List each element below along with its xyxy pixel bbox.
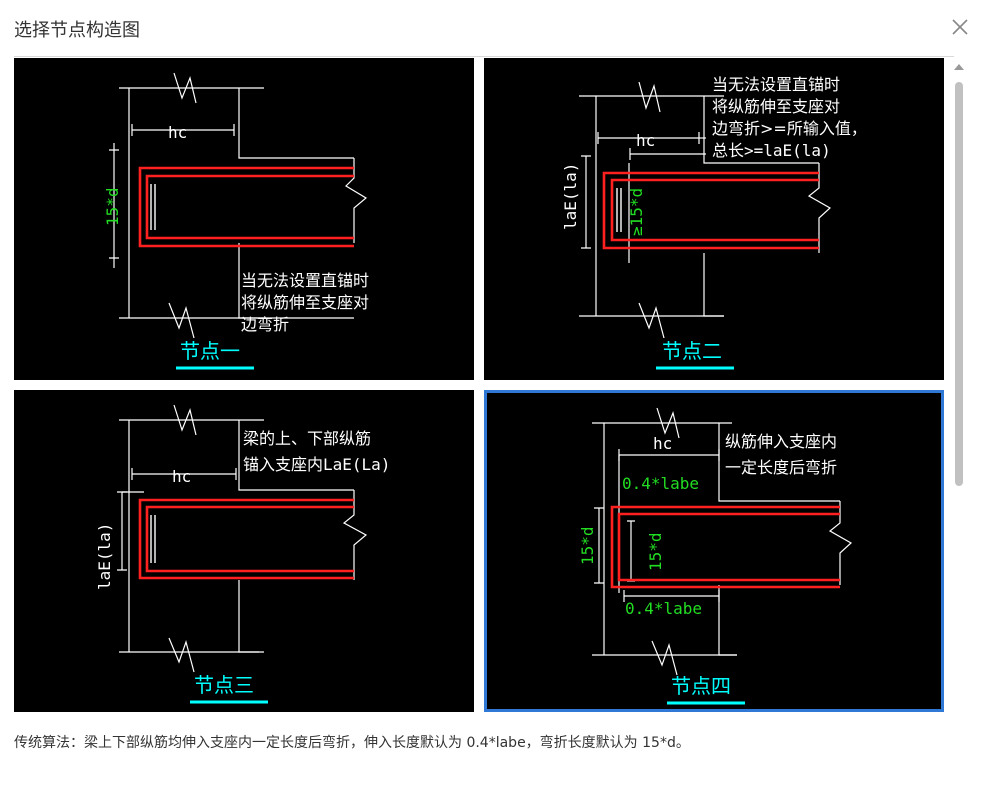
node-option-3[interactable]: hc laE(la) 梁的上、下部纵筋 锚入支座内LaE(La) 节点三 bbox=[14, 390, 474, 712]
node-2-name: 节点二 bbox=[662, 339, 722, 363]
node-3-diagram: hc laE(la) 梁的上、下部纵筋 锚入支座内LaE(La) 节点三 bbox=[95, 404, 390, 704]
vertical-scrollbar[interactable] bbox=[948, 60, 970, 714]
node-2-dim-label: ≥15*d bbox=[627, 188, 646, 236]
node-1-dim-label: 15*d bbox=[103, 187, 122, 226]
node-4-note-1: 纵筋伸入支座内 bbox=[725, 432, 837, 451]
node-3-note-1: 梁的上、下部纵筋 bbox=[243, 429, 371, 448]
algorithm-description: 传统算法：梁上下部纵筋均伸入支座内一定长度后弯折，伸入长度默认为 0.4*lab… bbox=[14, 735, 690, 751]
node-2-hc-label: hc bbox=[636, 131, 655, 150]
node-4-top-length-label: 0.4*labe bbox=[622, 474, 699, 493]
node-1-hc-label: hc bbox=[168, 123, 187, 142]
node-option-4[interactable]: hc 0.4*labe 0.4*labe 15*d 15*d 纵筋伸入支座内 一… bbox=[484, 390, 944, 712]
node-4-name: 节点四 bbox=[671, 674, 731, 698]
node-2-note-1: 当无法设置直锚时 bbox=[712, 75, 840, 94]
dialog-titlebar: 选择节点构造图 bbox=[0, 0, 988, 54]
node-4-diagram: hc 0.4*labe 0.4*labe 15*d 15*d 纵筋伸入支座内 一… bbox=[578, 407, 853, 705]
scrollbar-thumb[interactable] bbox=[955, 82, 963, 486]
node-4-outer-dim-label: 15*d bbox=[578, 526, 597, 565]
node-1-note-1: 当无法设置直锚时 bbox=[241, 271, 369, 290]
node-1-note-2: 将纵筋伸至支座对 bbox=[241, 293, 369, 312]
node-3-vdim-label: laE(la) bbox=[95, 523, 114, 590]
node-diagram-grid: hc 15*d 当无法设置直锚时 将纵筋伸至支座对 边弯折 节点一 bbox=[14, 58, 944, 714]
node-2-diagram: hc laE(la) ≥15*d 当无法设置直锚时 将纵筋伸至支座对 边弯折>=… bbox=[561, 75, 867, 370]
close-icon[interactable] bbox=[948, 15, 972, 39]
node-3-note-2: 锚入支座内LaE(La) bbox=[243, 455, 390, 474]
node-2-note-4: 总长>=laE(la) bbox=[712, 141, 831, 160]
node-1-note-3: 边弯折 bbox=[241, 315, 289, 334]
node-2-note-2: 将纵筋伸至支座对 bbox=[712, 97, 840, 116]
node-3-name: 节点三 bbox=[194, 673, 254, 697]
node-4-note-2: 一定长度后弯折 bbox=[725, 458, 837, 477]
dialog-title: 选择节点构造图 bbox=[14, 20, 140, 41]
node-2-vdim-label: laE(la) bbox=[561, 163, 580, 230]
title-divider bbox=[14, 56, 954, 57]
node-option-2[interactable]: hc laE(la) ≥15*d 当无法设置直锚时 将纵筋伸至支座对 边弯折>=… bbox=[484, 58, 944, 380]
node-4-bottom-length-label: 0.4*labe bbox=[625, 599, 702, 618]
node-4-hc-label: hc bbox=[653, 434, 672, 453]
node-4-inner-dim-label: 15*d bbox=[646, 532, 665, 571]
node-1-name: 节点一 bbox=[180, 339, 240, 363]
node-1-diagram: hc 15*d 当无法设置直锚时 将纵筋伸至支座对 边弯折 节点一 bbox=[103, 72, 369, 370]
node-2-note-3: 边弯折>=所输入值， bbox=[712, 119, 867, 138]
node-option-1[interactable]: hc 15*d 当无法设置直锚时 将纵筋伸至支座对 边弯折 节点一 bbox=[14, 58, 474, 380]
node-3-hc-label: hc bbox=[172, 467, 191, 486]
scroll-up-arrow-icon[interactable] bbox=[954, 64, 964, 70]
